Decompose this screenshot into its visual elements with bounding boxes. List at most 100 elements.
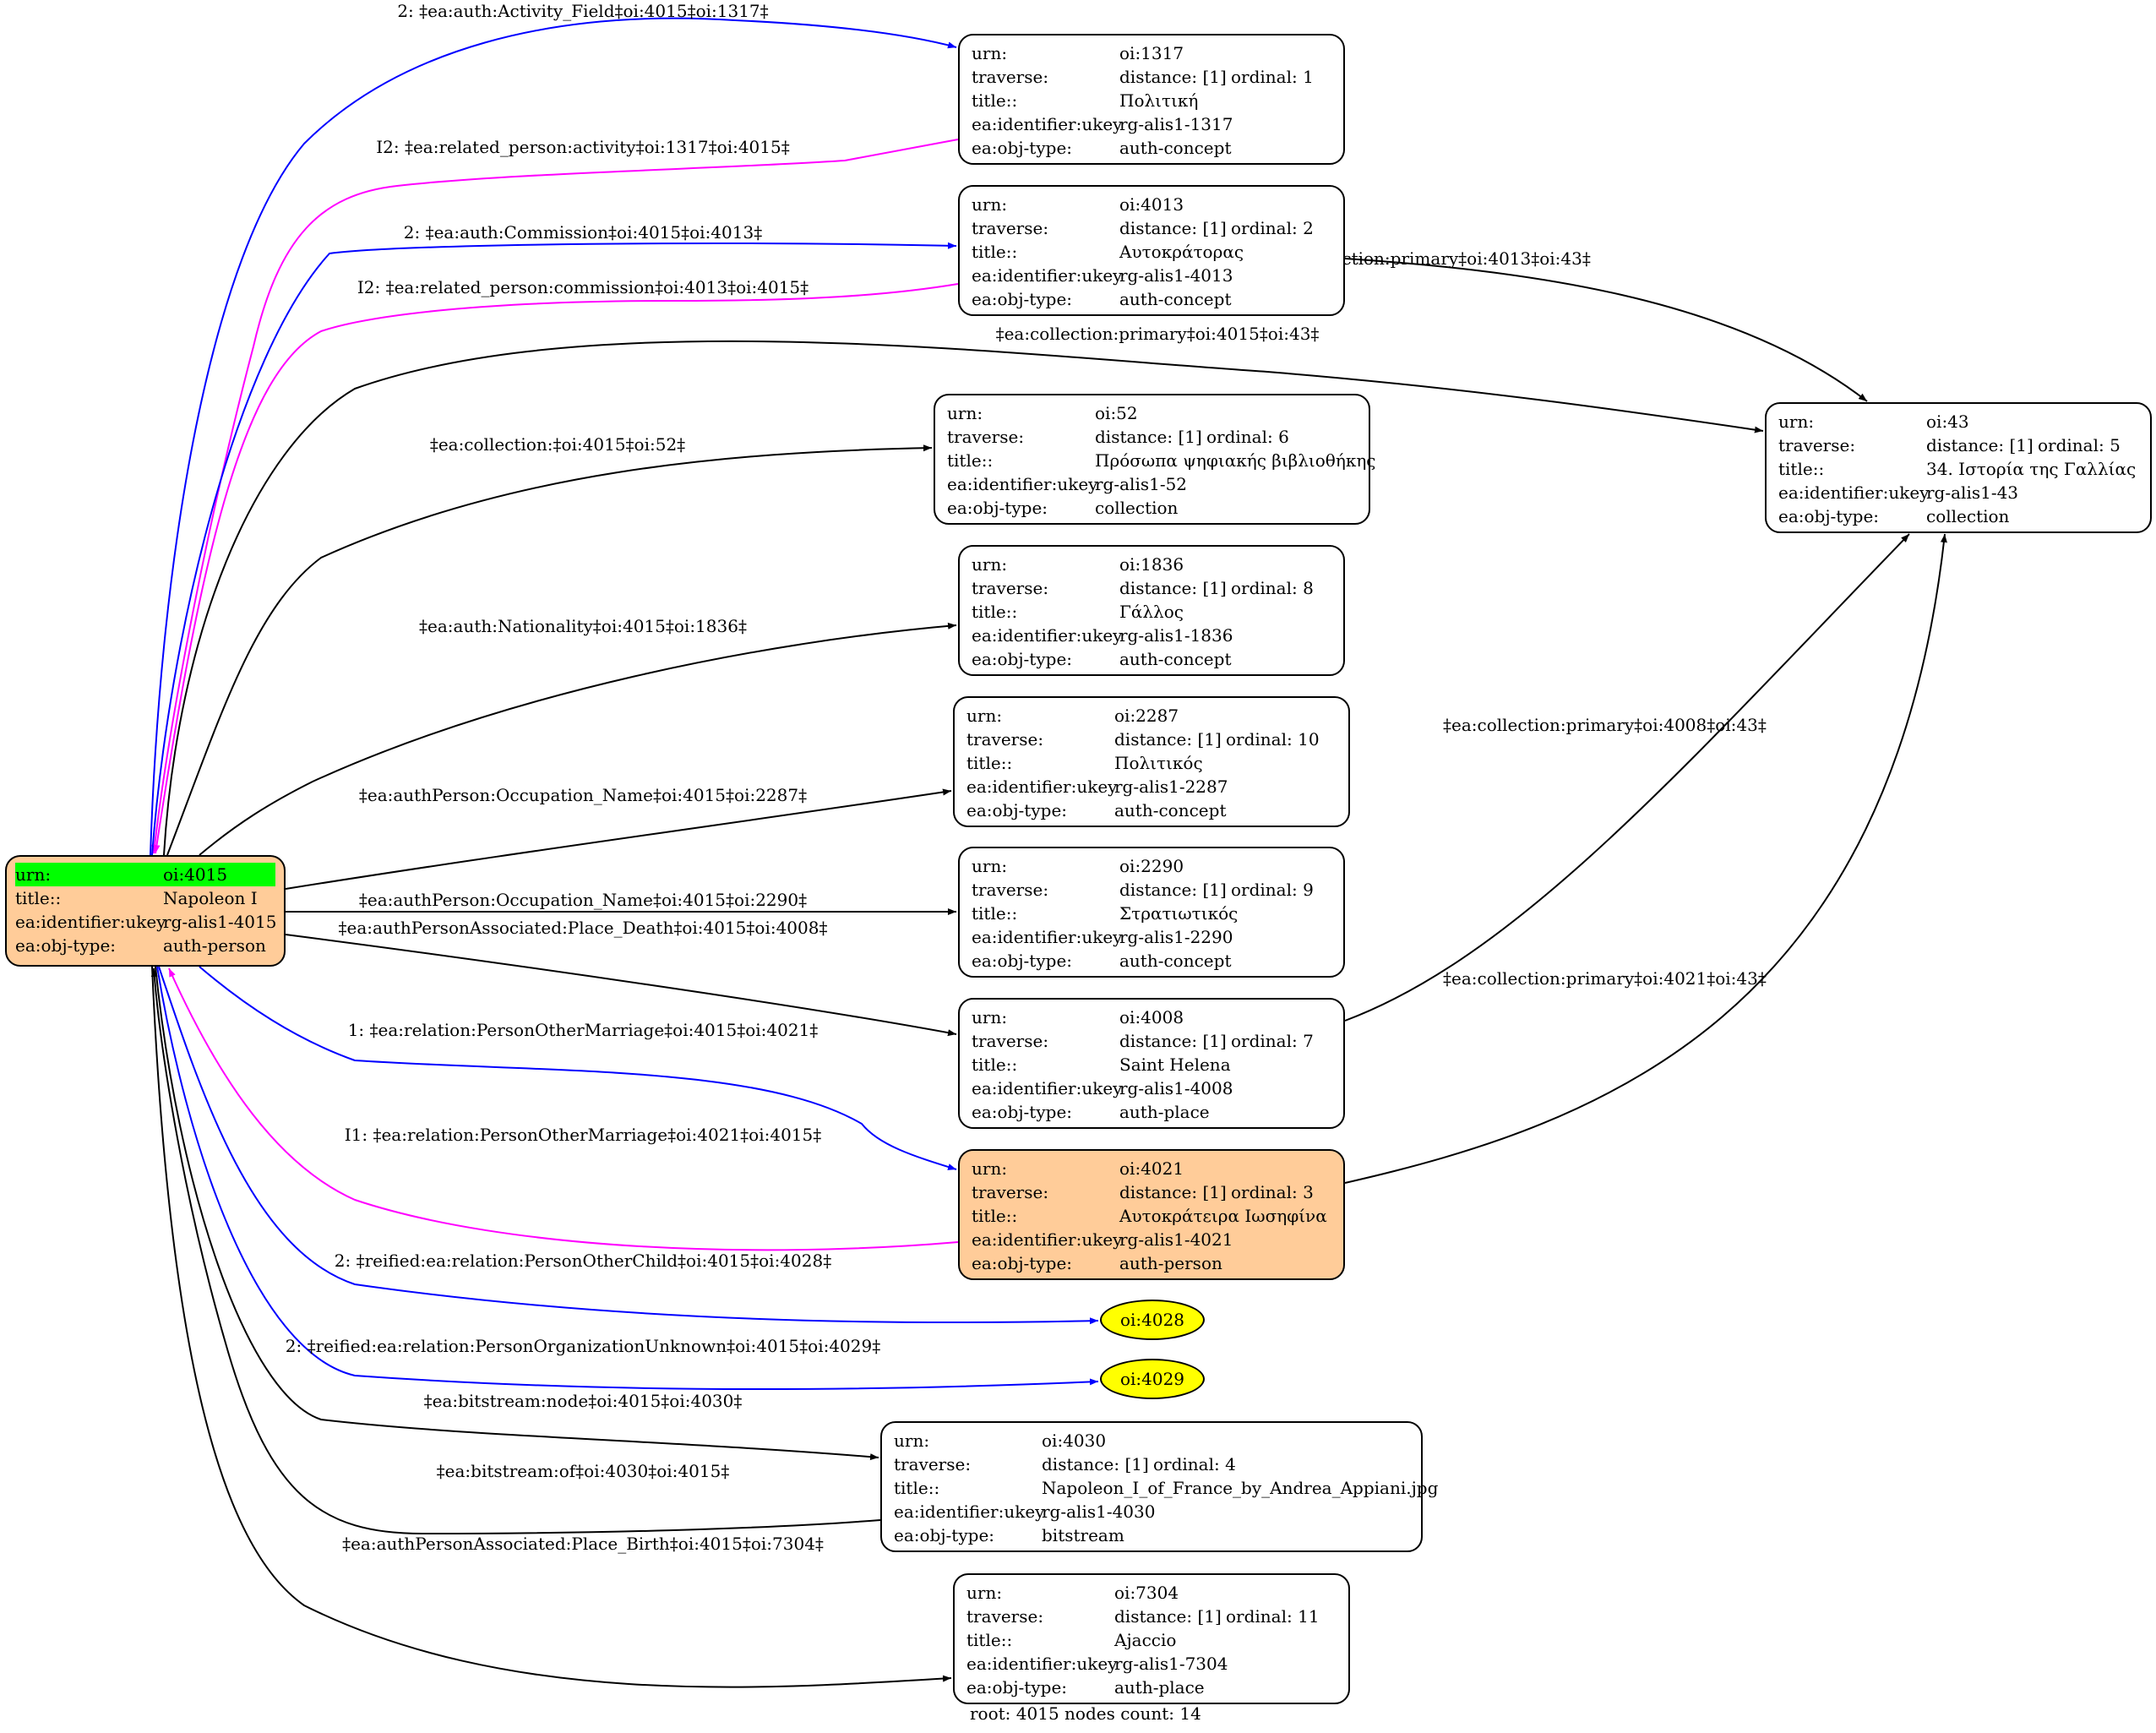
objtype-row: ea:obj-type: auth-place xyxy=(966,1676,1338,1699)
node-oi-4021[interactable]: urn: oi:4021 traverse: distance: [1] ord… xyxy=(958,1149,1345,1280)
edge-label: ‡ea:bitstream:of‡oi:4030‡oi:4015‡ xyxy=(437,1461,730,1481)
edge-ed14: I1: ‡ea:relation:PersonOtherMarriage‡oi:… xyxy=(168,967,959,1251)
edge-label: ‡ea:authPersonAssociated:Place_Death‡oi:… xyxy=(339,918,828,938)
ukey-value: rg-alis1-4021 xyxy=(1119,1229,1233,1250)
distance-value: distance: [1] xyxy=(1042,1454,1149,1474)
objtype-row: ea:obj-type: collection xyxy=(1778,504,2140,528)
traverse-row: traverse: distance: [1] ordinal: 11 xyxy=(966,1605,1338,1628)
edge-line xyxy=(285,788,952,890)
traverse-row: traverse: distance: [1] ordinal: 5 xyxy=(1778,433,2140,457)
ukey-row: ea:identifier:ukey rg-alis1-52 xyxy=(947,472,1358,496)
title-value: Napoleon_I_of_France_by_Andrea_Appiani.j… xyxy=(1042,1478,1439,1498)
traverse-row: traverse: distance: [1] ordinal: 9 xyxy=(972,878,1333,902)
node-oi-7304[interactable]: urn: oi:7304 traverse: distance: [1] ord… xyxy=(953,1573,1350,1704)
objtype-value: auth-person xyxy=(163,935,266,956)
node-oi-4015-root[interactable]: urn: oi:4015 title:: Napoleon I ea:ident… xyxy=(5,855,286,967)
distance-value: distance: [1] xyxy=(1119,1031,1227,1051)
objtype-key: ea:obj-type: xyxy=(894,1525,995,1545)
ordinal-value: ordinal: 10 xyxy=(1226,729,1320,749)
traverse-row: traverse: distance: [1] ordinal: 3 xyxy=(972,1180,1333,1204)
traverse-row: traverse: distance: [1] ordinal: 6 xyxy=(947,425,1358,449)
node-oi-2290[interactable]: urn: oi:2290 traverse: distance: [1] ord… xyxy=(958,847,1345,978)
ukey-value: rg-alis1-52 xyxy=(1095,474,1188,494)
node-oi-4013[interactable]: urn: oi:4013 traverse: distance: [1] ord… xyxy=(958,185,1345,316)
objtype-value: auth-person xyxy=(1119,1253,1222,1273)
urn-key: urn: xyxy=(1778,411,1815,432)
ukey-key: ea:identifier:ukey xyxy=(972,927,1123,947)
ordinal-value: ordinal: 11 xyxy=(1226,1606,1320,1627)
edge-ed4: I2: ‡ea:related_person:commission‡oi:401… xyxy=(153,277,959,854)
ukey-key: ea:identifier:ukey xyxy=(966,1654,1118,1674)
objtype-value: auth-concept xyxy=(1119,951,1232,971)
ukey-row: ea:identifier:ukey rg-alis1-2290 xyxy=(972,925,1333,949)
ukey-key: ea:identifier:ukey xyxy=(972,1229,1123,1250)
title-value: Ajaccio xyxy=(1114,1630,1177,1650)
ukey-key: ea:identifier:ukey xyxy=(972,265,1123,286)
edge-ed7: ‡ea:collection:‡oi:4015‡oi:52‡ xyxy=(166,434,933,856)
edge-label: 2: ‡ea:auth:Commission‡oi:4015‡oi:4013‡ xyxy=(404,222,762,243)
traverse-key: traverse: xyxy=(947,427,1025,447)
urn-row: urn: oi:4030 xyxy=(894,1429,1411,1452)
edge-label: I2: ‡ea:related_person:activity‡oi:1317‡… xyxy=(376,137,789,157)
title-row: title:: Στρατιωτικός xyxy=(972,902,1333,925)
distance-value: distance: [1] xyxy=(1114,1606,1222,1627)
node-oi-52[interactable]: urn: oi:52 traverse: distance: [1] ordin… xyxy=(934,394,1376,525)
edge-label: ‡ea:authPersonAssociated:Place_Birth‡oi:… xyxy=(342,1534,824,1554)
urn-key: urn: xyxy=(972,1007,1008,1027)
ukey-key: ea:identifier:ukey xyxy=(966,777,1118,797)
urn-value: oi:43 xyxy=(1926,411,1969,432)
title-key: title:: xyxy=(966,1630,1013,1650)
urn-key: urn: xyxy=(894,1431,930,1451)
ukey-row: ea:identifier:ukey rg-alis1-4021 xyxy=(972,1228,1333,1251)
ukey-value: rg-alis1-7304 xyxy=(1114,1654,1228,1674)
node-oi-43[interactable]: urn: oi:43 traverse: distance: [1] ordin… xyxy=(1765,402,2152,533)
urn-row: urn: oi:2287 xyxy=(966,704,1338,728)
traverse-key: traverse: xyxy=(966,1606,1044,1627)
edge-ed12: ‡ea:collection:primary‡oi:4008‡oi:43‡ xyxy=(1344,533,1910,1022)
node-oi-4028-ellipse[interactable]: oi:4028 xyxy=(1100,1300,1205,1340)
title-row: title:: 34. Ιστορία της Γαλλίας xyxy=(1778,457,2140,481)
title-row: title:: Ajaccio xyxy=(966,1628,1338,1652)
edge-ed10: ‡ea:authPerson:Occupation_Name‡oi:4015‡o… xyxy=(286,890,956,915)
node-oi-4029-ellipse[interactable]: oi:4029 xyxy=(1100,1359,1205,1399)
edge-line xyxy=(163,340,1764,856)
urn-key: urn: xyxy=(947,403,983,423)
urn-row: urn: oi:43 xyxy=(1778,410,2140,433)
edge-line xyxy=(1344,258,1868,402)
edge-ed13: 1: ‡ea:relation:PersonOtherMarriage‡oi:4… xyxy=(199,966,957,1170)
traverse-key: traverse: xyxy=(1778,435,1856,455)
objtype-value: auth-concept xyxy=(1119,649,1232,669)
distance-value: distance: [1] xyxy=(1119,67,1227,87)
title-key: title:: xyxy=(972,903,1018,924)
ukey-key: ea:identifier:ukey xyxy=(972,625,1123,646)
urn-value: oi:7304 xyxy=(1114,1583,1179,1603)
node-oi-1317[interactable]: urn: oi:1317 traverse: distance: [1] ord… xyxy=(958,34,1345,165)
edge-line xyxy=(1344,533,1910,1022)
edge-line xyxy=(158,966,1099,1325)
node-oi-1836[interactable]: urn: oi:1836 traverse: distance: [1] ord… xyxy=(958,545,1345,676)
title-value: 34. Ιστορία της Γαλλίας xyxy=(1926,459,2137,479)
ukey-row: ea:identifier:ukey rg-alis1-1317 xyxy=(972,112,1333,136)
objtype-value: auth-place xyxy=(1114,1677,1205,1698)
distance-value: distance: [1] xyxy=(1119,578,1227,598)
objtype-value: auth-place xyxy=(1119,1102,1210,1122)
edge-label: 2: ‡reified:ea:relation:PersonOrganizati… xyxy=(286,1336,880,1356)
urn-row: urn: oi:1836 xyxy=(972,553,1333,576)
node-oi-4030[interactable]: urn: oi:4030 traverse: distance: [1] ord… xyxy=(880,1421,1438,1552)
title-row: title:: Γάλλος xyxy=(972,600,1333,624)
edge-line xyxy=(151,139,959,854)
title-row: title:: Saint Helena xyxy=(972,1053,1333,1076)
node-oi-2287[interactable]: urn: oi:2287 traverse: distance: [1] ord… xyxy=(953,696,1350,827)
root-title-row: title:: Napoleon I xyxy=(15,886,275,910)
distance-value: distance: [1] xyxy=(1114,729,1222,749)
edge-line xyxy=(168,967,959,1251)
node-oi-4008[interactable]: urn: oi:4008 traverse: distance: [1] ord… xyxy=(958,998,1345,1129)
edge-ed17: 2: ‡reified:ea:relation:PersonOrganizati… xyxy=(156,966,1099,1391)
traverse-row: traverse: distance: [1] ordinal: 1 xyxy=(972,65,1333,89)
edge-label: ‡ea:authPerson:Occupation_Name‡oi:4015‡o… xyxy=(359,890,807,910)
ukey-value: rg-alis1-43 xyxy=(1926,482,2019,503)
title-value: Πολιτική xyxy=(1119,90,1199,111)
title-key: title:: xyxy=(972,242,1018,262)
title-value: Saint Helena xyxy=(1119,1055,1231,1075)
